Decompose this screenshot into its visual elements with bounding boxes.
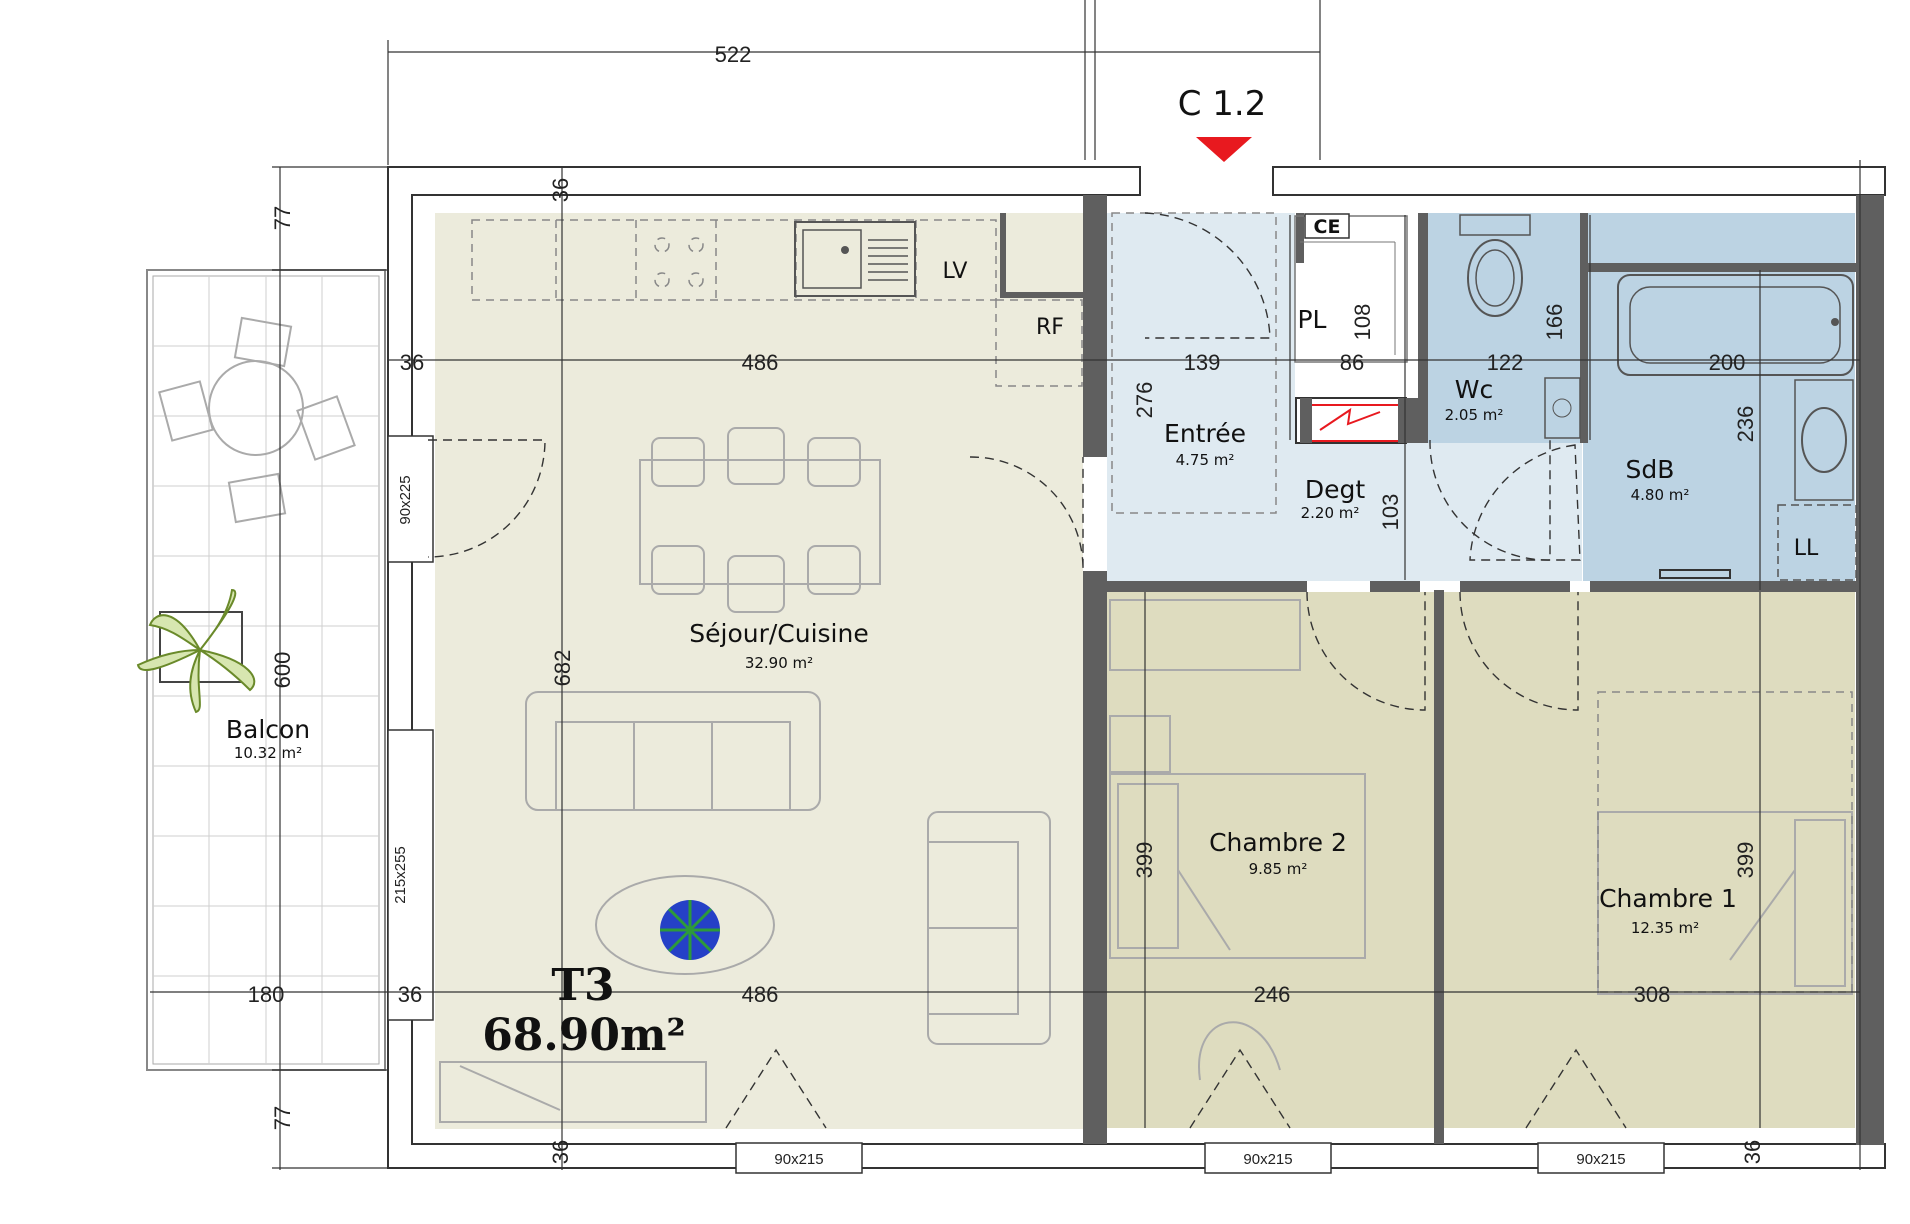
opening-labels: 90x225 215x255 90x215 90x215 90x215	[392, 475, 1626, 1168]
wc-fill	[1425, 213, 1583, 443]
window-balcony-lower-label: 215x255	[392, 846, 409, 904]
window-sejour-label: 90x215	[774, 1151, 823, 1168]
pl-label: PL	[1297, 305, 1326, 334]
toilet-icon	[1459, 214, 1531, 317]
desk-chambre2	[1109, 599, 1301, 773]
bed-chambre2-icon	[1109, 773, 1366, 959]
armchair-sofa-icon	[927, 811, 1051, 1045]
wc-area: 2.05 m²	[1445, 406, 1504, 424]
kitchen	[471, 219, 1083, 387]
dim-balcony-width: 180	[248, 982, 285, 1007]
chambre1-fill	[1444, 592, 1855, 1128]
dim-pl-width: 86	[1340, 350, 1364, 375]
chambre2-fill	[1107, 592, 1434, 1128]
wc-name: Wc	[1455, 375, 1493, 404]
dim-wall-36-lower: 36	[398, 982, 422, 1007]
entree-area: 4.75 m²	[1176, 451, 1235, 469]
dim-left-lower: 77	[270, 1106, 295, 1130]
balcon-area: 10.32 m²	[234, 744, 302, 762]
chambre1-area: 12.35 m²	[1631, 919, 1699, 937]
towel-rail	[1659, 569, 1731, 579]
entree-name: Entrée	[1164, 419, 1246, 448]
dimension-labels: 522 36 77 600 77 36 486 139 86 122 200 2…	[248, 42, 1765, 1164]
degt-fill	[1107, 425, 1582, 581]
balcony	[136, 269, 386, 1071]
doors	[427, 439, 1627, 1129]
dim-chambre1-height: 399	[1733, 842, 1758, 879]
dim-left-balcony: 600	[270, 652, 295, 689]
ce-label: CE	[1314, 216, 1341, 238]
chambre2-name: Chambre 2	[1209, 828, 1347, 857]
entrance-marker-icon	[1196, 137, 1252, 162]
chair-chambre2-icon	[1198, 1021, 1281, 1081]
dim-degt-height: 103	[1378, 494, 1403, 531]
electrical-panel-icon	[1300, 398, 1410, 443]
degt-name: Degt	[1305, 475, 1366, 504]
rf-label: RF	[1036, 315, 1064, 340]
chambre2-area: 9.85 m²	[1249, 860, 1308, 878]
dim-pl-depth: 108	[1350, 304, 1375, 341]
dim-sejour-height: 682	[550, 650, 575, 687]
apartment-type: T3	[551, 960, 614, 1011]
dim-bottom-wall-right: 36	[1740, 1140, 1765, 1164]
windows	[735, 1142, 1665, 1174]
tv-unit	[439, 1061, 707, 1123]
balcon-name: Balcon	[226, 715, 310, 744]
ll-box: LL	[1777, 504, 1857, 581]
plant-icon	[136, 588, 256, 714]
sofa-icon	[525, 691, 821, 811]
dim-wall-36-upper: 36	[400, 350, 424, 375]
reference-label: C 1.2	[1178, 84, 1267, 124]
dim-entree-width: 139	[1184, 350, 1221, 375]
dim-sejour-width-upper: 486	[742, 350, 779, 375]
dining-table-icon	[639, 427, 881, 613]
sdb-name: SdB	[1626, 455, 1675, 484]
rug	[595, 875, 775, 975]
dimension-lines	[150, 0, 1861, 1170]
room-labels: Séjour/Cuisine 32.90 m² Entrée 4.75 m² D…	[226, 375, 1737, 937]
dim-wc-height: 166	[1542, 304, 1567, 341]
dim-wc-width: 122	[1487, 350, 1524, 375]
bathtub-icon	[1617, 274, 1854, 376]
washbasin-icon	[1794, 379, 1854, 501]
dim-bottom-wall-left: 36	[548, 1140, 573, 1164]
dim-left-upper: 77	[270, 206, 295, 230]
chambre1-name: Chambre 1	[1599, 884, 1737, 913]
window-balcony-upper-label: 90x225	[397, 475, 414, 524]
sejour-fill	[435, 213, 1083, 1129]
window-chambre2-label: 90x215	[1243, 1151, 1292, 1168]
ce-box: CE	[1304, 213, 1350, 239]
room-fills	[435, 213, 1855, 1129]
dim-top-wall-left: 36	[548, 178, 573, 202]
apartment-total-area: 68.90m²	[482, 1010, 686, 1061]
wardrobe-chambre1	[1597, 691, 1853, 993]
dim-chambre2-height: 399	[1132, 842, 1157, 879]
dim-sdb-height: 236	[1733, 406, 1758, 443]
sdb-area: 4.80 m²	[1631, 486, 1690, 504]
lv-label: LV	[943, 259, 968, 284]
sink-icon	[794, 221, 916, 297]
window-chambre1-label: 90x215	[1576, 1151, 1625, 1168]
dim-sdb-width: 200	[1709, 350, 1746, 375]
plant-icon-living	[660, 900, 720, 960]
wc-basin-icon	[1544, 377, 1581, 439]
ll-label: LL	[1794, 536, 1819, 561]
dim-entree-height: 276	[1132, 382, 1157, 419]
sejour-name: Séjour/Cuisine	[689, 619, 868, 648]
dim-chambre2-width: 246	[1254, 982, 1291, 1007]
dim-chambre1-width: 308	[1634, 982, 1671, 1007]
balcony-table-icon	[158, 316, 356, 524]
dim-sejour-width-lower: 486	[742, 982, 779, 1007]
degt-area: 2.20 m²	[1301, 504, 1360, 522]
sejour-area: 32.90 m²	[745, 654, 813, 672]
dim-top-width: 522	[715, 42, 752, 67]
entree-furniture	[1111, 212, 1408, 514]
exterior-walls	[387, 166, 1886, 1169]
